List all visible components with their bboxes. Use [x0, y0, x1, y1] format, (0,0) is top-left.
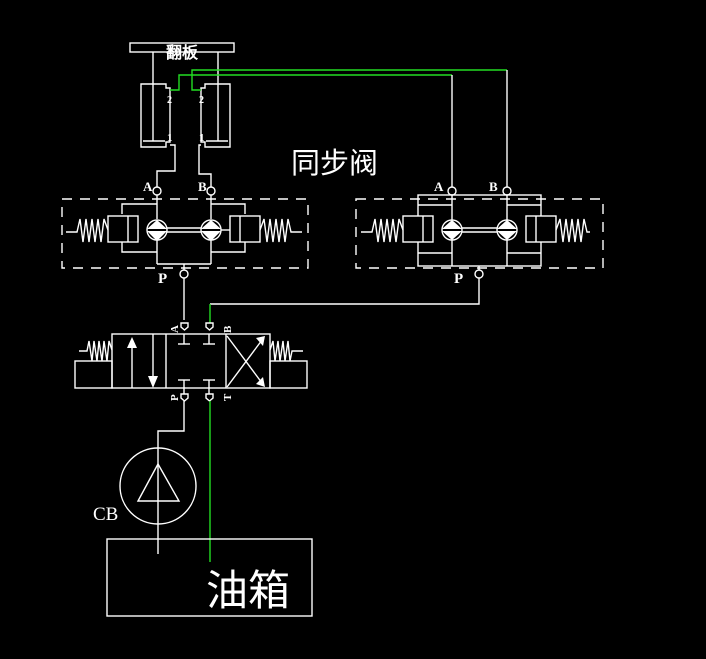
flip-plate: 翻板 [129, 42, 235, 141]
pump: CB [93, 447, 197, 554]
sync-right-port-a: A [434, 179, 444, 194]
sync-left-port-p: P [158, 271, 167, 287]
sync-right-port-p: P [454, 271, 463, 287]
cylinder-left-port-1: 1 [167, 132, 173, 144]
dir-valve-port-a: A [169, 325, 181, 333]
flip-plate-label: 翻板 [166, 43, 199, 62]
cylinder-left: 2 1 [140, 83, 173, 148]
pump-label: CB [93, 504, 118, 525]
sync-left-port-b: B [198, 179, 207, 194]
return-lines-green [170, 69, 507, 91]
cylinder-left-port-2: 2 [167, 95, 172, 106]
sync-left-port-a: A [143, 179, 153, 194]
oil-tank: 油箱 [106, 538, 313, 617]
cylinder-right-port-1: 1 [199, 132, 205, 144]
dir-valve-port-b: B [222, 325, 234, 333]
diagram-title: 同步阀 [291, 146, 378, 180]
cylinder-right: 2 1 [199, 83, 231, 148]
dir-valve-port-t: T [222, 393, 234, 401]
sync-valve-left: A B P [61, 179, 309, 287]
directional-valve: A B P T [74, 322, 308, 402]
dir-valve-port-p: P [169, 394, 181, 401]
sync-valve-right: A B P [355, 179, 604, 287]
cylinder-right-port-2: 2 [199, 95, 204, 106]
tank-label: 油箱 [206, 566, 290, 615]
sync-right-port-b: B [489, 179, 498, 194]
